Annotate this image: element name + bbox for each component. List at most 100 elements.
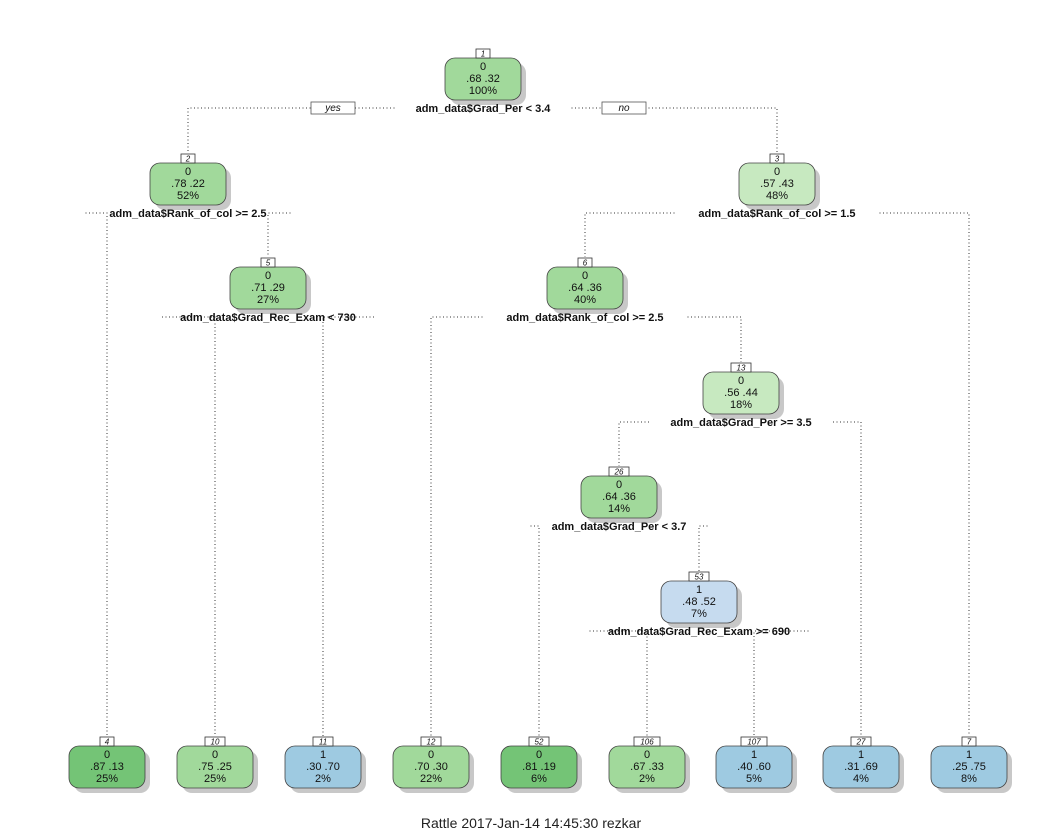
node-probs: .75 .25 — [198, 761, 232, 773]
node-class: 0 — [265, 270, 271, 282]
node-id-tag — [633, 736, 661, 747]
node-id: 7 — [967, 738, 972, 747]
node-id: 27 — [856, 738, 866, 747]
node-percent: 40% — [574, 294, 596, 306]
node-id-tag — [204, 736, 226, 747]
edge-2-4 — [85, 212, 108, 736]
edge-3-6 — [584, 212, 675, 257]
node-percent: 25% — [204, 773, 226, 785]
branch-label-no-text: no — [618, 103, 630, 114]
node-id: 53 — [695, 573, 704, 582]
node-id-tag — [608, 466, 630, 477]
node-probs: .48 .52 — [682, 596, 716, 608]
node-id-tag — [740, 736, 768, 747]
node-probs: .71 .29 — [251, 282, 285, 294]
node-id: 5 — [266, 259, 271, 268]
node-split-rule: adm_data$Rank_of_col >= 1.5 — [698, 208, 855, 220]
node-split-rule: adm_data$Grad_Per < 3.4 — [416, 103, 552, 115]
node-class: 0 — [480, 61, 486, 73]
node-percent: 14% — [608, 503, 630, 515]
node-class: 1 — [696, 584, 702, 596]
node-id: 10 — [211, 738, 220, 747]
node-probs: .64 .36 — [602, 491, 636, 503]
node-percent: 7% — [691, 608, 707, 620]
node-probs: .57 .43 — [760, 178, 794, 190]
node-id: 13 — [737, 364, 746, 373]
node-probs: .68 .32 — [466, 73, 500, 85]
node-percent: 8% — [961, 773, 977, 785]
node-percent: 100% — [469, 85, 497, 97]
node-class: 1 — [320, 749, 326, 761]
node-probs: .31 .69 — [844, 761, 878, 773]
edge-13-27 — [833, 421, 862, 736]
node-id-tag — [688, 571, 710, 582]
node-id: 1 — [481, 50, 485, 59]
edge-26-53 — [698, 525, 708, 571]
node-id-tag — [312, 736, 334, 747]
node-class: 0 — [185, 166, 191, 178]
node-id-tag — [260, 257, 276, 268]
branch-labels-layer: yes no — [310, 101, 647, 115]
tree-node-11: 111.30 .702% — [284, 736, 366, 793]
node-id: 106 — [640, 738, 654, 747]
node-id-tag — [528, 736, 550, 747]
node-id-tag — [475, 48, 491, 59]
node-probs: .67 .33 — [630, 761, 664, 773]
node-id: 26 — [614, 468, 624, 477]
node-probs: .81 .19 — [522, 761, 556, 773]
node-id-tag — [730, 362, 752, 373]
tree-node-52: 520.81 .196% — [500, 736, 582, 793]
node-probs: .30 .70 — [306, 761, 340, 773]
edge-1-3 — [571, 107, 778, 153]
edge-2-5 — [267, 212, 291, 257]
node-class: 1 — [966, 749, 972, 761]
node-percent: 2% — [315, 773, 331, 785]
node-percent: 4% — [853, 773, 869, 785]
node-id-tag — [769, 153, 785, 164]
node-id-tag — [850, 736, 872, 747]
node-split-rule: adm_data$Grad_Per < 3.7 — [552, 521, 687, 533]
node-id: 6 — [583, 259, 588, 268]
footer-caption: Rattle 2017-Jan-14 14:45:30 rezkar — [420, 815, 642, 831]
node-percent: 52% — [177, 190, 199, 202]
edge-13-26 — [618, 421, 649, 466]
node-id-tag — [577, 257, 593, 268]
node-probs: .64 .36 — [568, 282, 602, 294]
edge-3-7 — [879, 212, 970, 736]
node-id-tag — [961, 736, 977, 747]
node-percent: 2% — [639, 773, 655, 785]
branch-label-yes: yes — [310, 101, 356, 115]
node-class: 0 — [582, 270, 588, 282]
edge-53-106 — [589, 630, 648, 736]
node-split-rule: adm_data$Rank_of_col >= 2.5 — [506, 312, 663, 324]
node-percent: 27% — [257, 294, 279, 306]
branch-label-no: no — [601, 101, 647, 115]
branch-label-yes-text: yes — [324, 103, 341, 114]
edge-26-52 — [530, 525, 540, 736]
node-percent: 5% — [746, 773, 762, 785]
node-percent: 48% — [766, 190, 788, 202]
edges-layer — [85, 107, 970, 736]
node-id: 11 — [319, 738, 327, 747]
node-class: 0 — [738, 375, 744, 387]
tree-node-7: 7 1.25 .758% — [930, 736, 1012, 793]
node-id: 52 — [535, 738, 544, 747]
node-id: 3 — [775, 155, 780, 164]
node-split-rule: adm_data$Rank_of_col >= 2.5 — [109, 208, 266, 220]
node-probs: .25 .75 — [952, 761, 986, 773]
node-probs: .70 .30 — [414, 761, 448, 773]
node-class: 1 — [858, 749, 864, 761]
node-class: 0 — [616, 479, 622, 491]
node-class: 0 — [774, 166, 780, 178]
node-probs: .40 .60 — [737, 761, 771, 773]
edge-5-11 — [322, 316, 374, 736]
